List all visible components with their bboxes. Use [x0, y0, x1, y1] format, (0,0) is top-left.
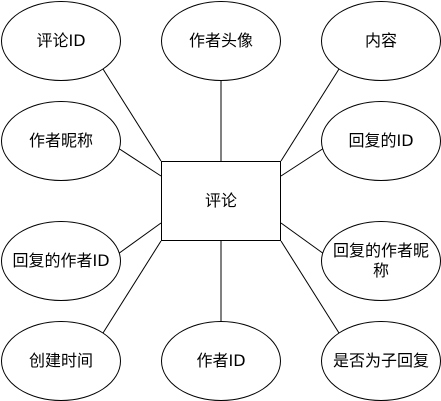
edge-content [280, 68, 340, 162]
attribute-reply-author-id[interactable]: 回复的作者ID [1, 221, 121, 301]
edge-author-nickname [117, 147, 162, 177]
edge-is-child-reply [280, 240, 340, 334]
entity-label: 评论 [204, 191, 237, 210]
attribute-author-avatar[interactable]: 作者头像 [161, 1, 281, 81]
attribute-comment-id[interactable]: 评论ID [1, 1, 121, 81]
edge-reply-author-id [117, 222, 162, 255]
attribute-author-nickname[interactable]: 作者昵称 [1, 101, 121, 181]
attribute-label: 作者ID [196, 351, 246, 370]
attribute-label: 是否为子回复 [332, 351, 429, 370]
attribute-label: 作者头像 [188, 31, 253, 50]
edge-reply-id [280, 147, 325, 177]
attribute-reply-author-nickname[interactable]: 回复的作者昵称 [321, 221, 441, 301]
attribute-is-child-reply[interactable]: 是否为子回复 [321, 321, 441, 401]
attribute-label: 内容 [364, 31, 397, 50]
attribute-content[interactable]: 内容 [321, 1, 441, 81]
entity-comment[interactable]: 评论 [161, 161, 281, 241]
attribute-reply-id[interactable]: 回复的ID [321, 101, 441, 181]
attribute-label: 回复的作者ID [12, 251, 110, 270]
attribute-author-id[interactable]: 作者ID [161, 321, 281, 401]
attribute-label: 作者昵称 [28, 131, 93, 150]
attribute-label: 回复的ID [348, 131, 414, 150]
attribute-label: 评论ID [36, 31, 86, 50]
attribute-created-time[interactable]: 创建时间 [1, 321, 121, 401]
edge-reply-author-nickname [280, 222, 325, 255]
edge-comment-id [102, 68, 162, 162]
attribute-label: 创建时间 [28, 351, 93, 370]
edge-created-time [102, 240, 162, 334]
attribute-label: 回复的作者昵称 [332, 241, 429, 280]
